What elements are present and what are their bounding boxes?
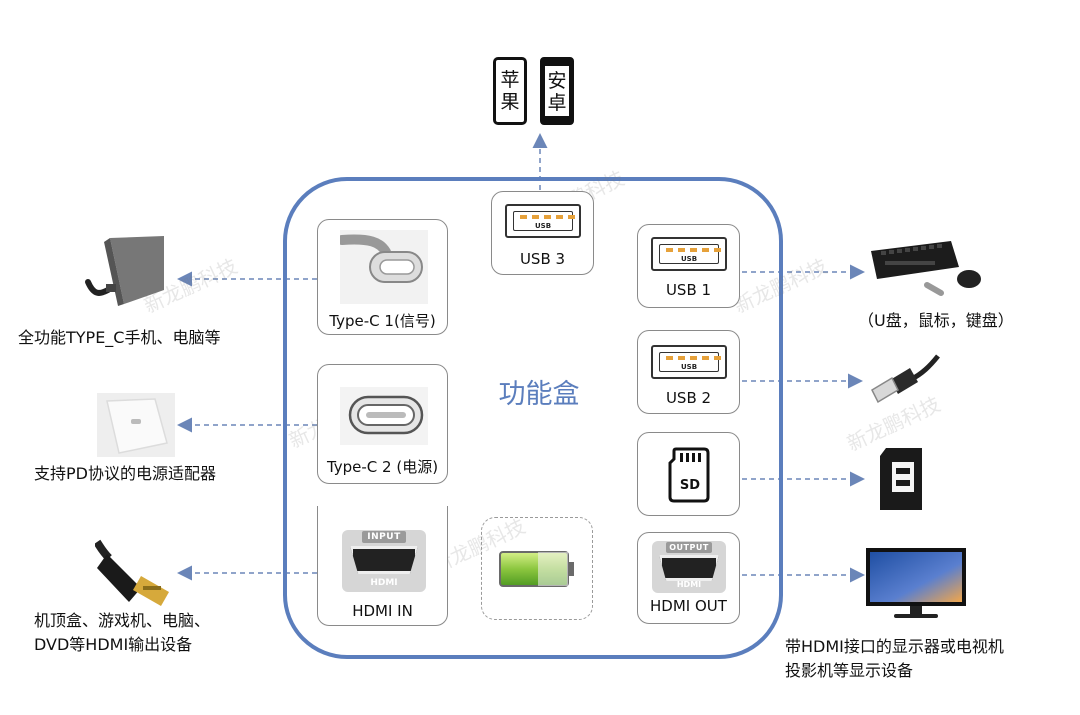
function-box-frame xyxy=(283,177,783,659)
typec1-device-label: 全功能TYPE_C手机、电脑等 xyxy=(18,328,221,347)
android-phone-icon: 安 卓 xyxy=(540,57,574,125)
usb2-label: USB 2 xyxy=(665,389,712,407)
keyboard-mouse-icon xyxy=(871,241,981,296)
usb1-device-label: （U盘，鼠标，键盘） xyxy=(858,311,1014,330)
usb1-port-card[interactable]: USB USB 1 xyxy=(637,224,740,308)
monitor-device-icon xyxy=(866,548,966,618)
sd-card-icon xyxy=(668,447,710,503)
hdmi-output-port-icon: OUTPUT HDMI xyxy=(652,541,726,593)
laptop-device-icon xyxy=(85,236,164,306)
typec1-label: Type-C 1(信号) xyxy=(329,312,436,330)
typec2-port-card[interactable]: Type-C 2 (电源) xyxy=(317,364,448,484)
hdmi-in-device-label-1: 机顶盒、游戏机、电脑、 xyxy=(34,611,211,630)
hdmi-input-port-icon: INPUT HDMI xyxy=(342,530,426,592)
usb3-label: USB 3 xyxy=(519,250,566,268)
function-box-label: 功能盒 xyxy=(498,379,580,410)
power-adapter-icon xyxy=(97,393,175,457)
sd-label: SD xyxy=(679,478,701,493)
hdmi-cable-icon xyxy=(95,539,169,606)
hdmi-out-device-label-1: 带HDMI接口的显示器或电视机 xyxy=(785,637,1004,656)
android-phone-label: 安 卓 xyxy=(547,70,567,114)
usb1-label: USB 1 xyxy=(665,281,712,299)
hdmi-out-device-label-2: 投影机等显示设备 xyxy=(785,661,914,680)
typec2-device-label: 支持PD协议的电源适配器 xyxy=(34,464,216,483)
hdmi-in-port-card[interactable]: INPUT HDMI HDMI IN xyxy=(317,506,448,626)
apple-phone-label: 苹 果 xyxy=(500,69,520,113)
usb-plug-icon xyxy=(871,354,940,404)
usb3-port-card[interactable]: USB USB 3 xyxy=(491,191,594,275)
hdmi-in-device-label-2: DVD等HDMI输出设备 xyxy=(34,635,193,654)
usb2-port-card[interactable]: USB USB 2 xyxy=(637,330,740,414)
hdmi-out-label: HDMI OUT xyxy=(650,597,727,615)
typec1-port-card[interactable]: Type-C 1(信号) xyxy=(317,219,448,335)
usb-c-plug-icon xyxy=(340,230,428,304)
sd-slot-card[interactable]: SD xyxy=(637,432,740,516)
typec2-label: Type-C 2 (电源) xyxy=(326,458,439,476)
sd-card-device-icon xyxy=(880,448,922,510)
hdmi-in-label: HDMI IN xyxy=(352,602,413,620)
apple-phone-icon: 苹 果 xyxy=(493,57,527,125)
usb-c-port-icon xyxy=(340,387,428,445)
battery-module xyxy=(481,517,593,620)
battery-icon xyxy=(499,551,574,587)
hdmi-out-port-card[interactable]: OUTPUT HDMI HDMI OUT xyxy=(637,532,740,624)
